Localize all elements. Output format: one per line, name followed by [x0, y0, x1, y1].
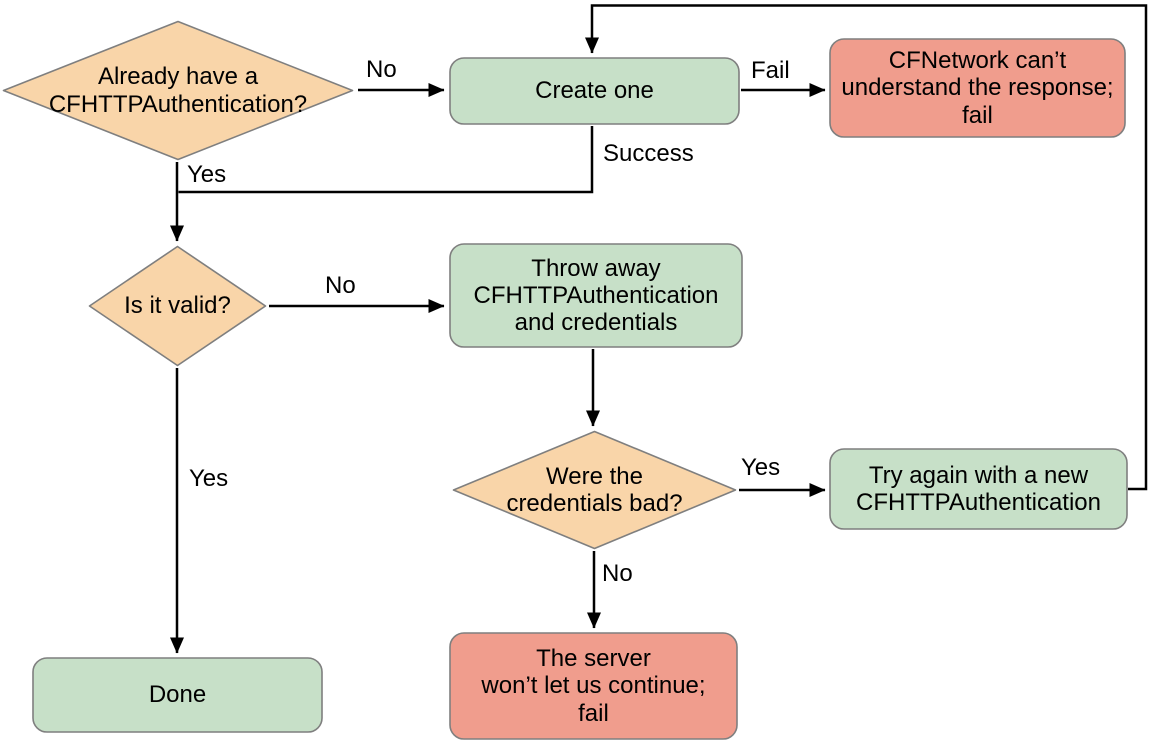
edge-label-yes-try-again: Yes — [741, 454, 781, 481]
decision-shape — [88, 245, 267, 367]
node-decision-credentials-bad: Were the credentials bad? — [452, 430, 737, 550]
node-label-try-again: Try again with a new CFHTTPAuthenticatio… — [856, 461, 1101, 516]
node-process-try-again: Try again with a new CFHTTPAuthenticatio… — [829, 448, 1128, 530]
node-fail-server: The server won’t let us continue; fail — [449, 632, 738, 740]
edge-label-success: Success — [603, 140, 694, 167]
edge-label-no-throw-away: No — [325, 272, 356, 299]
edge-label-no-create-one: No — [366, 56, 397, 83]
decision-shape — [2, 20, 354, 161]
node-decision-already-have: Already have a CFHTTPAuthentication? — [2, 20, 354, 161]
node-label-cfnetwork-fail: CFNetwork can’t understand the response;… — [841, 47, 1114, 129]
edge-label-no-server-fail: No — [602, 560, 633, 587]
node-fail-cfnetwork: CFNetwork can’t understand the response;… — [829, 38, 1126, 138]
edge-label-yes-is-it-valid: Yes — [187, 161, 227, 188]
node-label-create-one: Create one — [535, 77, 654, 105]
fail-shape — [449, 632, 738, 740]
edge-label-fail-cfnetwork: Fail — [751, 57, 790, 84]
node-label-done: Done — [148, 681, 207, 709]
node-label-is-it-valid: Is it valid? — [124, 292, 231, 320]
node-process-done: Done — [32, 657, 323, 733]
node-label-throw-away: Throw away CFHTTPAuthentication and cred… — [473, 254, 719, 337]
node-process-create-one: Create one — [449, 57, 740, 125]
node-label-server-fail: The server won’t let us continue; fail — [481, 645, 706, 727]
node-process-throw-away: Throw away CFHTTPAuthentication and cred… — [449, 243, 743, 348]
node-label-credentials-bad: Were the credentials bad? — [506, 462, 683, 517]
node-label-already-have: Already have a CFHTTPAuthentication? — [48, 63, 308, 118]
process-shape — [32, 657, 323, 733]
edge-label-yes-done: Yes — [189, 465, 229, 492]
node-decision-is-it-valid: Is it valid? — [88, 245, 267, 367]
